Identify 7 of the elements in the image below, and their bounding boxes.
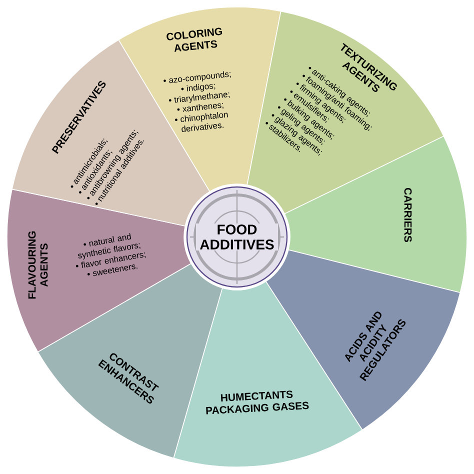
segment-heading: CARRIERS [404,188,412,242]
bullet-list: azo-compounds; indigos; triarylmethane; xanthenes; chinophtalon derivatives. [164,71,231,132]
bullet-list: natural and synthetic flavors; flavor enhancers; sweeteners. [76,233,146,276]
segment-heading: FLAVOURING AGENTS [28,231,48,299]
segment-heading: COLORING AGENTS [166,28,222,52]
center-label: FOOD ADDITIVES [196,224,278,250]
segment-heading: HUMECTANTS PACKAGING GASES [206,390,309,414]
